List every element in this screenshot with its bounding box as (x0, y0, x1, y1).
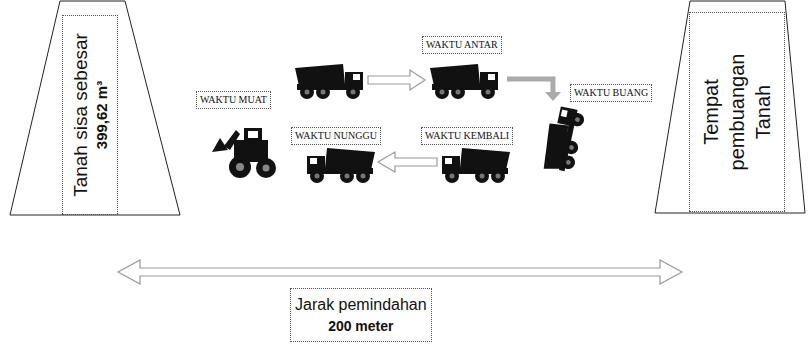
node-text: WAKTU MUAT (200, 94, 267, 106)
loaded-truck (295, 64, 363, 99)
dumping-truck (540, 105, 586, 175)
flow-arrow (507, 79, 553, 92)
dump-site (655, 1, 805, 213)
time-label: WAKTU KEMBALI (421, 127, 513, 145)
returning-truck (442, 148, 510, 183)
time-label: WAKTU NUNGGU (291, 127, 381, 145)
hauling-truck (430, 64, 498, 99)
node-text: 200 meter (295, 316, 427, 336)
flow-arrow (378, 152, 437, 172)
distance-label: Jarak pemindahan200 meter (290, 288, 432, 342)
wheel-loader (212, 128, 276, 178)
flow-arrow (368, 70, 425, 90)
soil-pile (10, 1, 180, 215)
node-text: WAKTU BUANG (574, 87, 648, 99)
node-text: Tempat pembuangan Tanah (698, 47, 776, 177)
node-text: Jarak pemindahan (295, 294, 427, 316)
node-text: Tanah sisa sebesar (69, 33, 92, 197)
time-label: WAKTU BUANG (570, 84, 652, 102)
waiting-truck (307, 148, 375, 183)
node-text: WAKTU NUNGGU (295, 130, 377, 142)
time-label: WAKTU ANTAR (422, 36, 502, 54)
distance-arrow (118, 260, 682, 284)
node-text: 399,62 m³ (92, 81, 111, 149)
soil-volume-label: Tanah sisa sebesar399,62 m³ (62, 15, 118, 215)
arrow-head (545, 92, 561, 101)
node-text: WAKTU KEMBALI (425, 130, 509, 142)
time-label: WAKTU MUAT (196, 91, 271, 109)
dump-site-label: Tempat pembuangan Tanah (689, 12, 785, 212)
node-text: WAKTU ANTAR (426, 39, 498, 51)
